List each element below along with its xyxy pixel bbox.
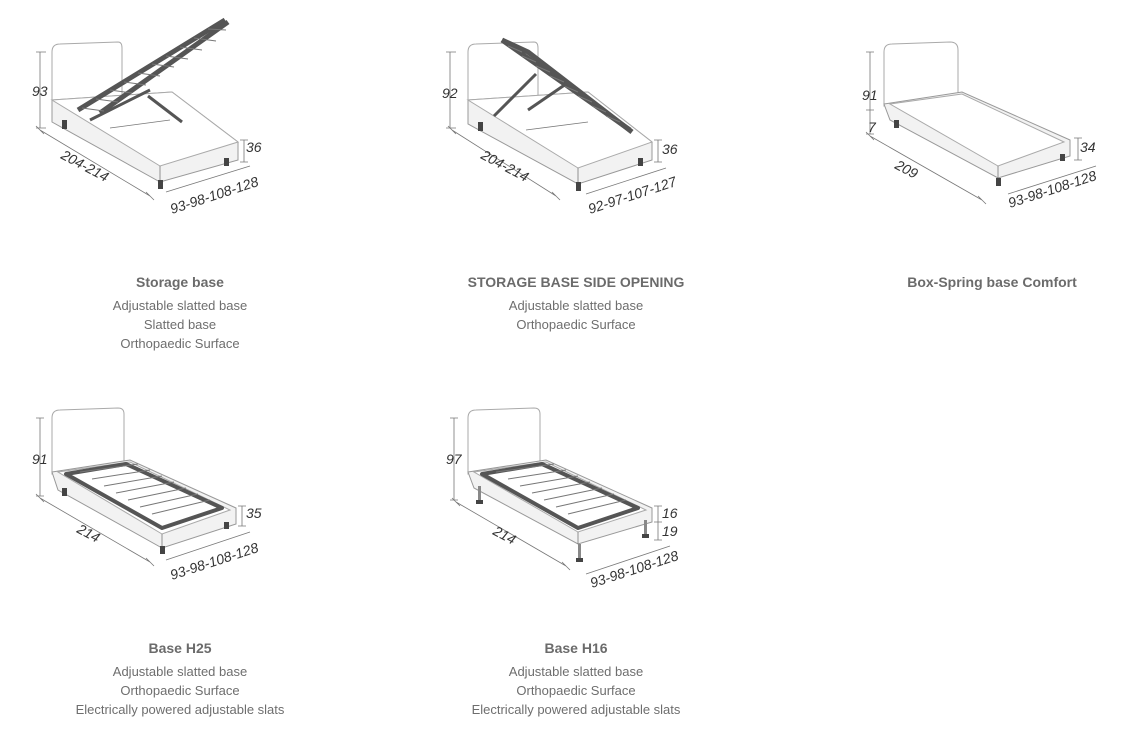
feature-list: Adjustable slatted base Orthopaedic Surf… [0, 662, 360, 719]
storage-base-diagram: 93 204-214 36 93-98-108-128 [32, 17, 262, 217]
height-dimension: 91 [862, 87, 878, 103]
product-card-storage-base-side-opening: 92 204-214 36 92-97-107-127 STORAGE BASE… [396, 0, 756, 360]
product-card-storage-base: 93 204-214 36 93-98-108-128 Storage base… [0, 0, 360, 360]
side-dimension: 36 [246, 139, 262, 155]
product-card-base-h25: 91 214 35 93-98-108-128 Base H25 Adjusta… [0, 366, 360, 726]
side-top-dimension: 16 [662, 505, 678, 521]
height-dimension: 97 [446, 451, 463, 467]
width-dimension: 93-98-108-128 [168, 539, 260, 583]
height-dimension: 91 [32, 451, 48, 467]
product-card-box-spring-base-comfort: 91 7 209 34 93-98-108-128 Box-Spring bas… [812, 0, 1133, 360]
feature-list: Adjustable slatted base Orthopaedic Surf… [396, 662, 756, 719]
feature-item: Adjustable slatted base [508, 298, 644, 313]
feature-list: Adjustable slatted base Orthopaedic Surf… [396, 296, 756, 334]
product-title: Base H25 [148, 640, 212, 656]
feature-item: Orthopaedic Surface [516, 683, 636, 698]
feature-item: Orthopaedic Surface [516, 317, 636, 332]
feature-item: Orthopaedic Surface [120, 336, 240, 351]
slats [495, 463, 627, 515]
feature-item: Adjustable slatted base [112, 664, 248, 679]
length-dimension: 214 [74, 520, 103, 546]
feature-item: Orthopaedic Surface [120, 683, 240, 698]
width-dimension: 93-98-108-128 [168, 173, 260, 217]
feature-item: Slatted base [143, 317, 217, 332]
feature-list: Adjustable slatted base Slatted base Ort… [0, 296, 360, 353]
side-bottom-dimension: 19 [662, 523, 678, 539]
product-title: Storage base [136, 274, 224, 290]
base-h25-diagram: 91 214 35 93-98-108-128 [32, 407, 262, 583]
width-dimension: 93-98-108-128 [1006, 167, 1099, 211]
side-dimension: 36 [662, 141, 678, 157]
feet-dimension: 7 [868, 119, 877, 135]
length-dimension: 209 [892, 156, 921, 182]
length-dimension: 204-214 [58, 146, 112, 185]
product-title: STORAGE BASE SIDE OPENING [467, 274, 685, 290]
storage-base-side-opening-diagram: 92 204-214 36 92-97-107-127 [442, 37, 679, 217]
height-dimension: 92 [442, 85, 458, 101]
box-spring-base-diagram: 91 7 209 34 93-98-108-128 [862, 41, 1099, 211]
slats [79, 463, 211, 515]
slats [81, 28, 227, 112]
slats [507, 45, 621, 123]
feature-item: Electrically powered adjustable slats [471, 702, 681, 717]
side-dimension: 34 [1080, 139, 1096, 155]
feature-item: Adjustable slatted base [508, 664, 644, 679]
product-title: Box-Spring base Comfort [907, 274, 1077, 290]
feature-item: Electrically powered adjustable slats [75, 702, 285, 717]
product-card-base-h16: 97 214 16 19 93-98-108-128 Base H16 Adju… [396, 366, 756, 726]
base-h16-diagram: 97 214 16 19 93-98-108-128 [446, 407, 680, 591]
length-dimension: 214 [490, 522, 519, 548]
product-title: Base H16 [544, 640, 608, 656]
width-dimension: 92-97-107-127 [586, 173, 679, 217]
feature-item: Adjustable slatted base [112, 298, 248, 313]
side-dimension: 35 [246, 505, 262, 521]
height-dimension: 93 [32, 83, 48, 99]
